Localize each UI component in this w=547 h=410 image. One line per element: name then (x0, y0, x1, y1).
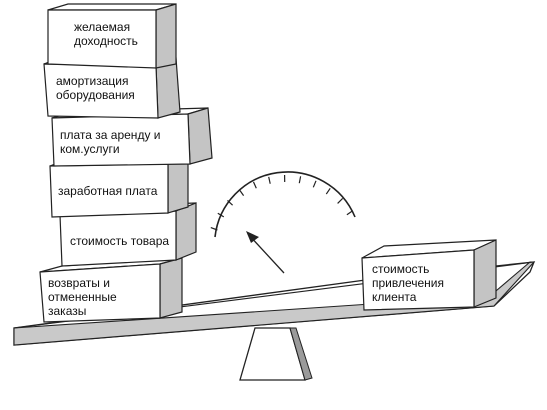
gauge-tick (346, 210, 354, 216)
gauge-tick (312, 180, 317, 188)
label-salary: заработная плата (58, 184, 157, 198)
gauge-tick (210, 227, 218, 231)
label-line: отмененные (48, 290, 117, 304)
label-desired-return: желаемая доходность (74, 20, 138, 48)
label-line: привлечения (372, 276, 445, 290)
label-line: желаемая (74, 20, 131, 34)
label-rent: плата за аренду и ком.услуги (60, 128, 160, 156)
gauge-tick (337, 197, 344, 204)
stack-box-desired-return (47, 3, 177, 69)
gauge-ticks (210, 174, 354, 231)
label-line: заказы (48, 304, 87, 318)
label-line: плата за аренду и (60, 128, 161, 142)
gauge-tick (298, 176, 302, 184)
label-goods: стоимость товара (70, 234, 169, 248)
label-line: возвраты и (48, 276, 110, 290)
label-returns: возвраты и отмененные заказы (48, 276, 117, 318)
label-line: оборудования (56, 88, 135, 102)
fulcrum-stand (239, 327, 313, 381)
gauge-tick (217, 212, 225, 218)
gauge-tick (268, 176, 271, 184)
label-line: заработная плата (58, 184, 158, 198)
label-line: ком.услуги (60, 142, 120, 156)
label-line: амортизация (56, 74, 129, 88)
gauge-tick (325, 187, 331, 195)
right-box (361, 239, 497, 311)
label-acquisition-cost: стоимость привлечения клиента (372, 262, 444, 304)
gauge-tick (252, 181, 257, 189)
needle-arrowhead-icon (246, 231, 259, 243)
gauge-tick (239, 189, 245, 196)
gauge-tick (227, 199, 234, 206)
label-line: стоимость товара (70, 234, 170, 248)
label-line: доходность (74, 34, 138, 48)
label-line: клиента (372, 290, 417, 304)
label-line: стоимость (372, 262, 430, 276)
label-depreciation: амортизация оборудования (56, 74, 135, 102)
gauge-dial (210, 171, 356, 274)
